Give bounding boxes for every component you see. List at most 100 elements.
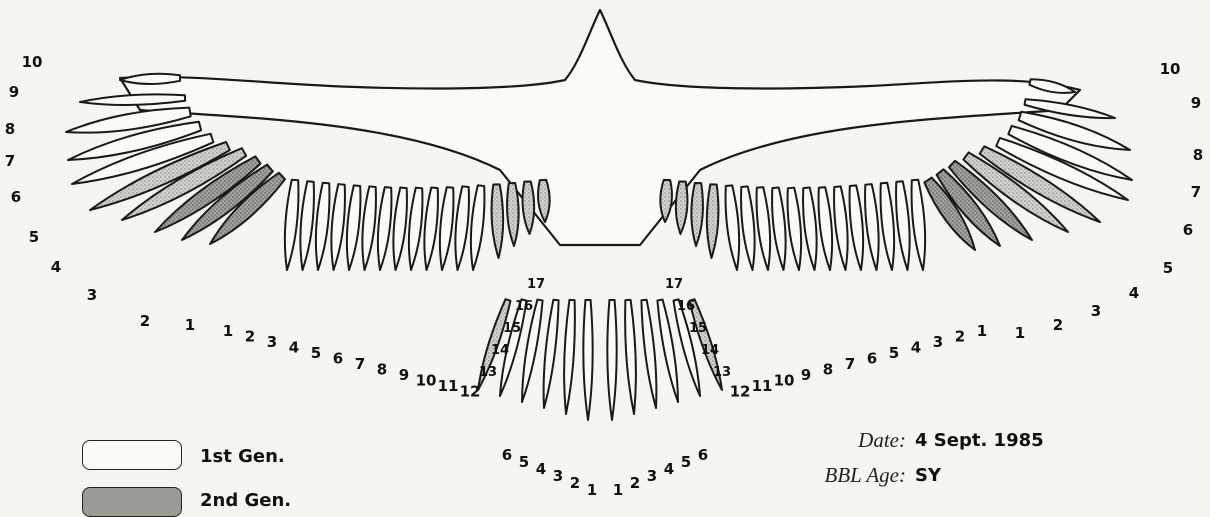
right-secondary-16 <box>676 181 688 234</box>
right-secondary-12 <box>741 186 755 270</box>
label-right-primary-2: 2 <box>1053 316 1063 334</box>
label-left-primary-7: 7 <box>5 152 15 170</box>
label-left-secondary-10: 10 <box>416 372 437 390</box>
label-left-primary-2: 2 <box>140 312 150 330</box>
label-tail-left-1: 1 <box>587 481 597 499</box>
label-left-secondary-5: 5 <box>311 344 321 362</box>
label-right-secondary-14: 14 <box>701 343 719 358</box>
right-secondary-3 <box>881 183 895 270</box>
left-secondary-7 <box>378 187 392 270</box>
label-tail-right-3: 3 <box>647 467 657 485</box>
label-right-primary-4: 4 <box>1129 284 1139 302</box>
label-right-primary-1: 1 <box>1015 324 1025 342</box>
tail-left-1 <box>583 300 592 420</box>
bird-outline <box>120 10 1080 245</box>
left-primary-9 <box>80 94 185 105</box>
legend-label-first-gen: 1st Gen. <box>200 446 285 467</box>
right-secondary-6 <box>834 186 848 270</box>
label-left-secondary-15: 15 <box>503 321 521 336</box>
tail-right-1 <box>607 300 616 420</box>
tail-left-3 <box>544 300 559 408</box>
label-left-secondary-11: 11 <box>438 377 459 395</box>
tail-feathers <box>478 299 722 420</box>
label-tail-left-4: 4 <box>536 460 546 478</box>
right-secondary-7 <box>819 187 833 270</box>
label-right-primary-8: 8 <box>1193 146 1203 164</box>
label-right-secondary-16: 16 <box>677 299 695 314</box>
left-secondary-10 <box>424 188 438 270</box>
label-left-secondary-17: 17 <box>527 277 545 292</box>
label-tail-right-6: 6 <box>698 446 708 464</box>
label-right-secondary-15: 15 <box>689 321 707 336</box>
legend-swatch-second-gen <box>82 487 182 517</box>
label-right-secondary-5: 5 <box>889 344 899 362</box>
right-secondary-1 <box>912 180 926 270</box>
label-left-secondary-4: 4 <box>289 339 299 357</box>
label-right-secondary-7: 7 <box>845 355 855 373</box>
left-secondary-1 <box>285 180 299 270</box>
label-left-secondary-14: 14 <box>491 343 509 358</box>
label-left-secondary-6: 6 <box>333 350 343 368</box>
right-secondary-5 <box>850 185 864 270</box>
label-right-secondary-13: 13 <box>713 365 731 380</box>
label-right-secondary-10: 10 <box>774 372 795 390</box>
right-secondary-10 <box>772 188 786 270</box>
label-left-primary-4: 4 <box>51 258 61 276</box>
right-secondary-17 <box>660 180 672 222</box>
label-right-primary-5: 5 <box>1163 259 1173 277</box>
label-left-secondary-2: 2 <box>245 328 255 346</box>
label-left-primary-6: 6 <box>11 188 21 206</box>
label-right-secondary-3: 3 <box>933 333 943 351</box>
label-right-secondary-9: 9 <box>801 366 811 384</box>
right-secondary-2 <box>896 181 910 270</box>
label-right-secondary-2: 2 <box>955 328 965 346</box>
label-right-secondary-17: 17 <box>665 277 683 292</box>
label-tail-left-6: 6 <box>502 446 512 464</box>
label-left-secondary-9: 9 <box>399 366 409 384</box>
label-left-primary-9: 9 <box>9 83 19 101</box>
tail-right-2 <box>625 300 636 414</box>
left-secondary-3 <box>316 183 330 270</box>
age-value: SY <box>915 465 941 486</box>
age-label: BBL Age: <box>790 463 906 488</box>
label-tail-left-3: 3 <box>553 467 563 485</box>
label-left-secondary-13: 13 <box>479 365 497 380</box>
left-secondary-8 <box>393 188 407 270</box>
date-label: Date: <box>838 428 906 453</box>
label-left-secondary-7: 7 <box>355 355 365 373</box>
tail-left-2 <box>564 300 575 414</box>
label-right-primary-9: 9 <box>1191 94 1201 112</box>
left-secondary-15 <box>507 183 519 246</box>
label-left-secondary-1: 1 <box>223 322 233 340</box>
left-secondary-11 <box>440 187 454 270</box>
left-secondary-9 <box>409 188 423 270</box>
left-secondary-16 <box>523 181 535 234</box>
left-secondary-14 <box>492 184 504 258</box>
right-secondary-4 <box>865 184 879 270</box>
label-right-secondary-12: 12 <box>730 383 751 401</box>
label-right-primary-10: 10 <box>1160 60 1181 78</box>
label-tail-right-2: 2 <box>630 474 640 492</box>
left-secondary-5 <box>347 185 361 270</box>
label-left-primary-1: 1 <box>185 316 195 334</box>
right-secondary-11 <box>757 187 771 270</box>
tail-right-3 <box>641 300 656 408</box>
label-tail-right-5: 5 <box>681 453 691 471</box>
label-tail-right-4: 4 <box>664 460 674 478</box>
left-secondary-4 <box>331 184 345 270</box>
legend-swatch-first-gen <box>82 440 182 470</box>
label-right-primary-7: 7 <box>1191 183 1201 201</box>
left-secondary-2 <box>300 181 314 270</box>
label-right-secondary-11: 11 <box>752 377 773 395</box>
label-left-primary-5: 5 <box>29 228 39 246</box>
label-tail-left-5: 5 <box>519 453 529 471</box>
right-secondary-8 <box>803 188 817 270</box>
label-right-secondary-8: 8 <box>823 361 833 379</box>
left-secondary-6 <box>362 186 376 270</box>
label-left-secondary-3: 3 <box>267 333 277 351</box>
right-secondary-13 <box>726 185 740 270</box>
label-left-secondary-12: 12 <box>460 383 481 401</box>
legend-label-second-gen: 2nd Gen. <box>200 490 291 511</box>
left-secondary-12 <box>455 186 469 270</box>
